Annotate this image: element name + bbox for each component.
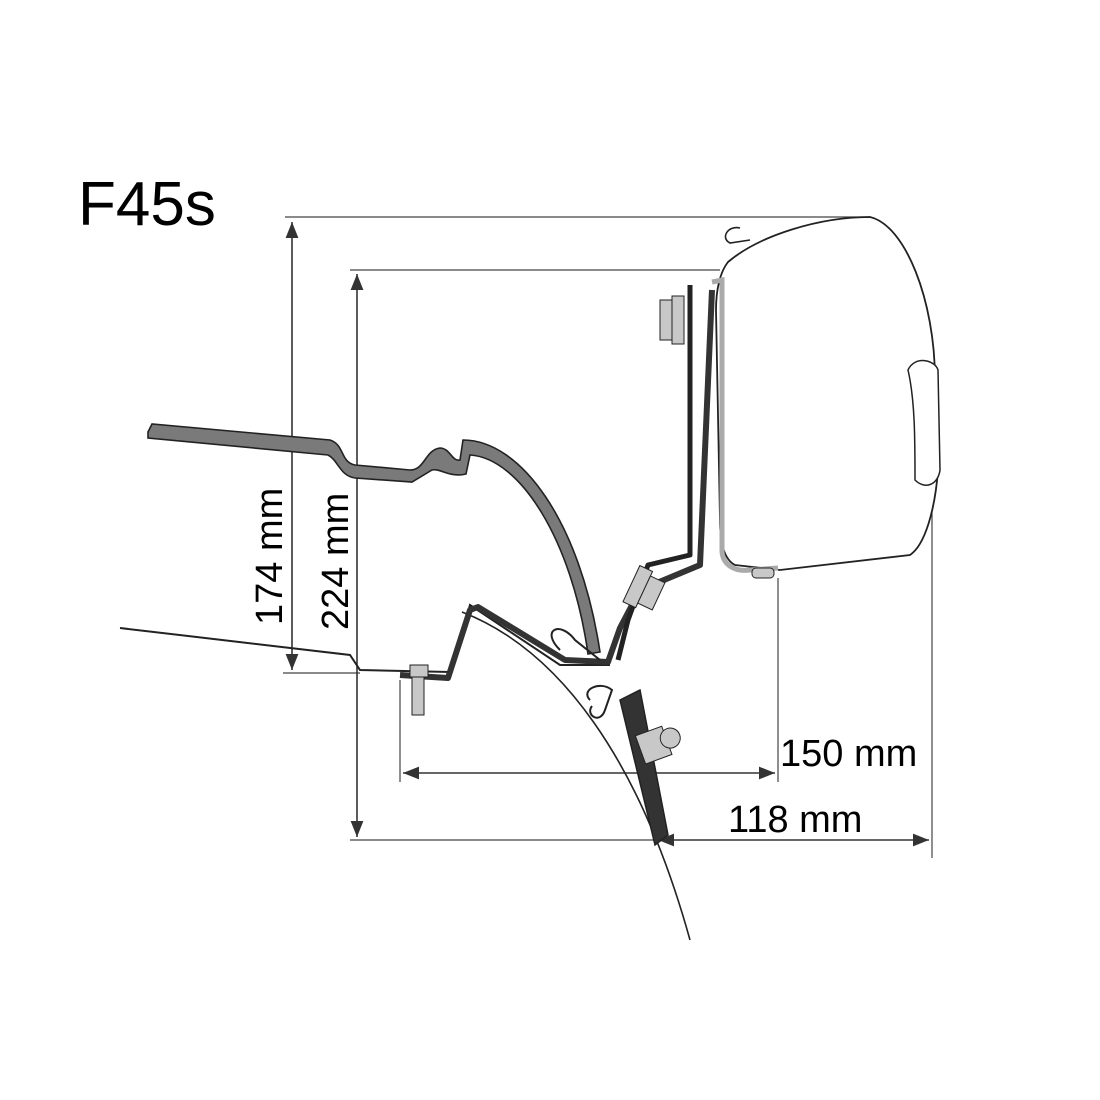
roof-lower-line — [119, 603, 610, 674]
roof-panel — [147, 423, 601, 655]
bolt-icon — [409, 664, 429, 716]
awning-adapter-rail — [711, 276, 779, 573]
awning-hook — [724, 226, 751, 244]
dimension-label-118: 118 mm — [728, 799, 862, 841]
nut-icon — [659, 295, 685, 345]
bracket-plate — [615, 285, 693, 661]
seal-clip — [586, 684, 614, 719]
dimension-label-150: 150 mm — [780, 733, 917, 775]
model-title: F45s — [78, 170, 216, 239]
clamp-plate — [619, 688, 669, 847]
nut-icon — [622, 564, 666, 611]
rain-gutter-clip — [550, 628, 601, 661]
dimension-label-224: 224 mm — [315, 493, 357, 630]
mounting-bracket — [399, 289, 715, 681]
dimension-label-174: 174 mm — [249, 488, 291, 625]
vehicle-body-outline — [461, 611, 691, 941]
awning-case — [715, 216, 939, 571]
nut-icon — [634, 725, 681, 765]
rail-screw-icon — [751, 567, 775, 579]
awning-end-cap — [907, 359, 941, 486]
